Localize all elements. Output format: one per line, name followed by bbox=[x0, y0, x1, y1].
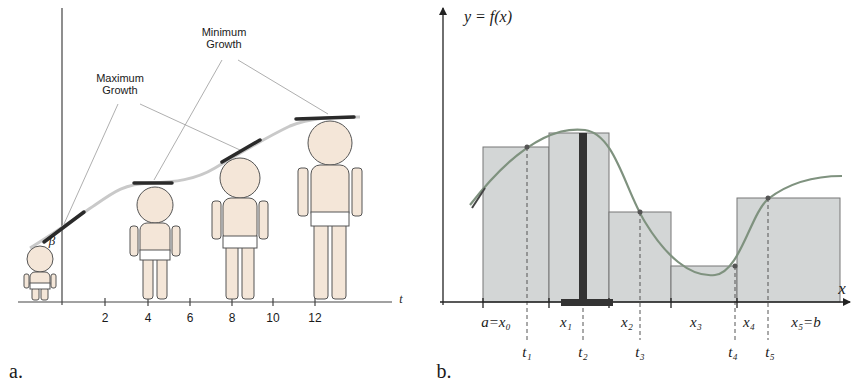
riemann-axes bbox=[440, 8, 850, 308]
axis-label: t bbox=[399, 293, 402, 306]
growth-axes bbox=[18, 8, 392, 306]
sample-label: t₃ bbox=[635, 344, 644, 361]
highlight-bar bbox=[579, 133, 587, 302]
partition-label: x₄ bbox=[743, 314, 755, 331]
function-curve bbox=[470, 130, 842, 276]
symbol-label: β bbox=[49, 234, 55, 248]
callout-label: Minimum Growth bbox=[196, 26, 252, 50]
tick-label: 12 bbox=[308, 312, 321, 325]
sample-label: t₅ bbox=[765, 344, 774, 361]
tick-label: 10 bbox=[266, 312, 279, 325]
partition-label: x₁ bbox=[560, 314, 572, 331]
sample-label: t₁ bbox=[522, 344, 531, 361]
sample-lines bbox=[527, 133, 768, 340]
axis-label: y = f(x) bbox=[464, 8, 512, 26]
riemann-bars bbox=[483, 133, 840, 302]
tick-label: 2 bbox=[102, 312, 109, 325]
partition-label: x₅=b bbox=[791, 314, 821, 331]
callout-label: Maximum Growth bbox=[92, 72, 148, 96]
sample-dots bbox=[525, 145, 771, 269]
tangent-lines bbox=[44, 117, 354, 242]
panel-label: b. bbox=[437, 360, 452, 382]
tick-label: 6 bbox=[187, 312, 194, 325]
panel-label: a. bbox=[9, 360, 23, 382]
partition-label: x₃ bbox=[690, 314, 702, 331]
leader-lines bbox=[64, 60, 328, 224]
left-slope-mark bbox=[472, 188, 485, 208]
partition-label: x₂ bbox=[621, 314, 633, 331]
sample-label: t₄ bbox=[728, 344, 737, 361]
tick-label: 8 bbox=[229, 312, 236, 325]
sample-label: t₂ bbox=[578, 344, 587, 361]
tick-label: 4 bbox=[145, 312, 152, 325]
partition-label: a=x₀ bbox=[481, 314, 511, 331]
highlight-interval bbox=[561, 299, 613, 306]
axis-label: x bbox=[838, 280, 846, 299]
growth-curve bbox=[30, 117, 360, 248]
baby-figures bbox=[24, 121, 362, 300]
